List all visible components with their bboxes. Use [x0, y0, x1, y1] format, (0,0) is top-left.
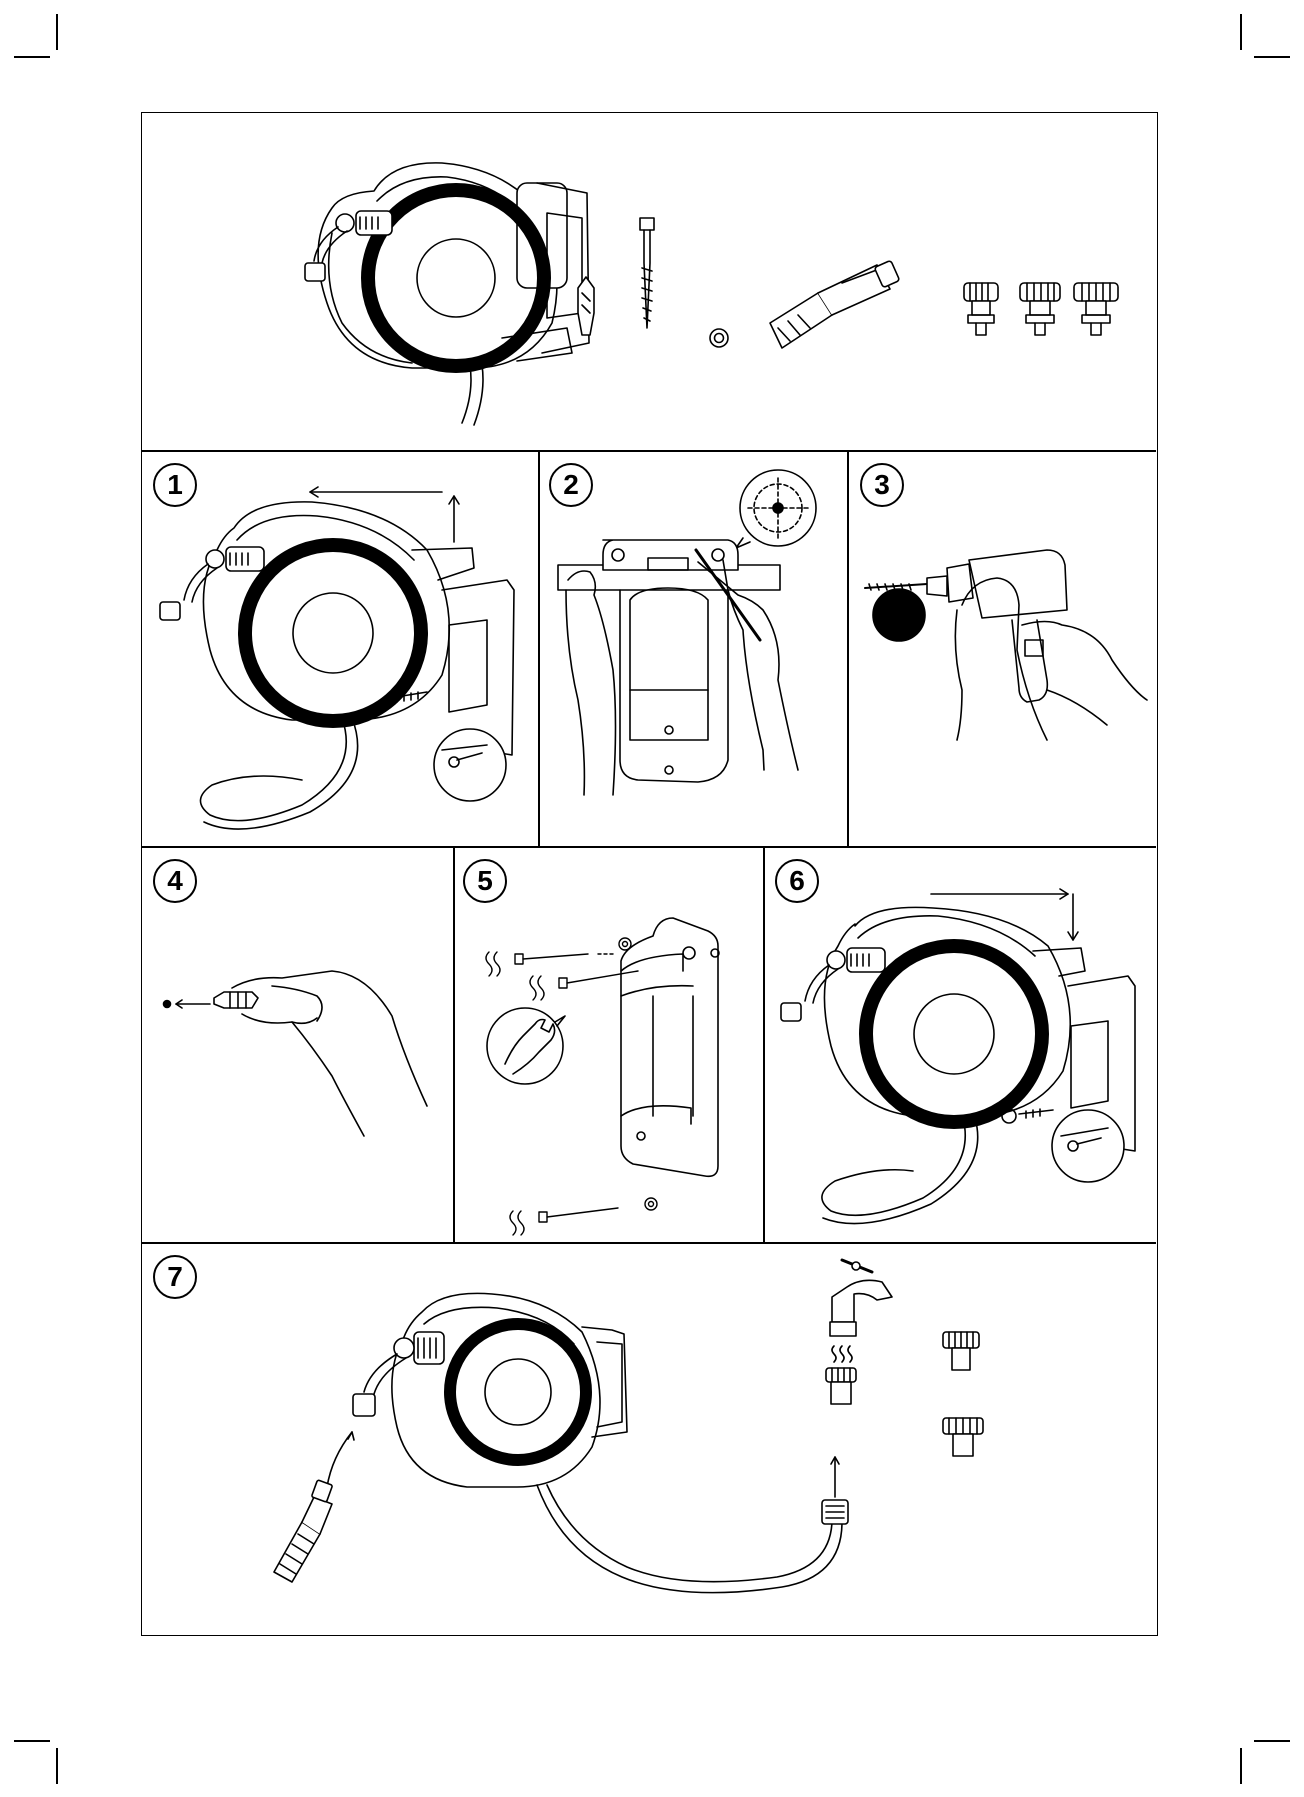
- hose-connector-illustration: [822, 1500, 848, 1524]
- screw-illustration: [640, 218, 654, 328]
- spray-nozzle-illustration: [274, 1480, 333, 1582]
- hose-reel-illustration: [353, 1293, 842, 1592]
- step-5-panel: 5: [453, 846, 763, 1242]
- crop-mark: [1240, 1748, 1242, 1784]
- instruction-sheet: 1: [141, 112, 1158, 1636]
- step-3-panel: 3: [847, 450, 1156, 846]
- crop-mark: [14, 1740, 50, 1742]
- step-1-panel: 1: [142, 450, 538, 846]
- crop-mark: [56, 1748, 58, 1784]
- hose-reel-illustration: [305, 163, 589, 425]
- arrow-icon: [176, 1000, 210, 1008]
- tap-adapters-illustration: [943, 1332, 983, 1456]
- step-6-panel: 6: [763, 846, 1156, 1242]
- wrench-callout: [487, 1008, 565, 1084]
- hand-illustration: [232, 971, 427, 1136]
- parts-panel: [142, 113, 1156, 450]
- washer-illustration: [710, 329, 728, 347]
- zoom-callout: [434, 729, 506, 801]
- spray-nozzle-illustration: [770, 260, 900, 348]
- step-4-panel: 4: [142, 846, 453, 1242]
- drill-hole-mark: [873, 589, 925, 641]
- tap-illustration: [826, 1260, 892, 1404]
- tap-adapters-illustration: [964, 283, 1118, 335]
- hole-dot: [164, 1001, 171, 1008]
- zoom-callout: [1052, 1110, 1124, 1182]
- wall-bracket-illustration: [621, 918, 719, 1176]
- wall-plug-in-hand: [214, 992, 258, 1008]
- crop-mark: [14, 56, 50, 58]
- wall-plug-illustration: [578, 277, 594, 335]
- crop-mark: [1254, 1740, 1290, 1742]
- mark-target-callout: [736, 470, 816, 548]
- crop-mark: [56, 14, 58, 50]
- crop-mark: [1240, 14, 1242, 50]
- step-7-panel: 7: [142, 1242, 1156, 1635]
- step-2-panel: 2: [538, 450, 847, 846]
- crop-mark: [1254, 56, 1290, 58]
